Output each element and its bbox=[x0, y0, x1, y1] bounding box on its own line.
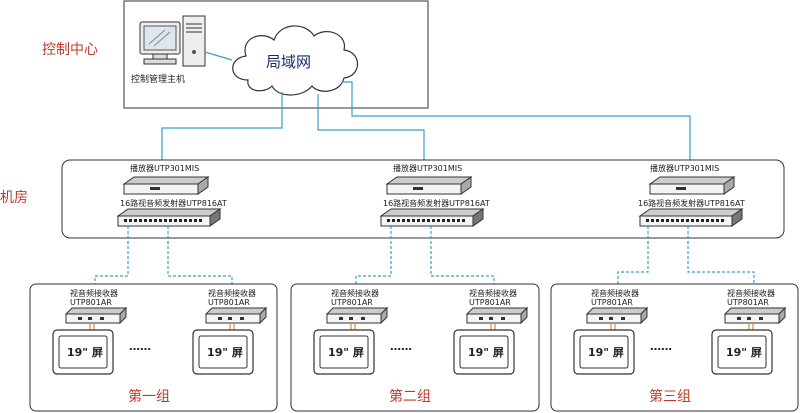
screen-label: 19" 屏 bbox=[726, 346, 762, 359]
control-center-label: 控制中心 bbox=[42, 42, 98, 58]
receiver-device-icon bbox=[204, 306, 268, 325]
player-label: 播放器UTP301MIS bbox=[650, 163, 719, 173]
monitor-icon bbox=[573, 329, 635, 375]
room-group-links bbox=[94, 226, 755, 288]
receiver-device-icon bbox=[723, 306, 787, 325]
receiver-model: UTP801AR bbox=[591, 298, 633, 307]
receiver-label: 视音频接收器 bbox=[70, 288, 118, 298]
screen-label: 19" 屏 bbox=[328, 346, 364, 359]
ellipsis: …… bbox=[129, 340, 151, 353]
group-first: 视音频接收器 UTP801AR 19" 屏 …… 视音频接收器 UTP801AR bbox=[29, 283, 278, 412]
screen-label: 19" 屏 bbox=[207, 346, 243, 359]
room-unit: 播放器UTP301MIS 16路视音频发射器UTP816AT bbox=[116, 163, 227, 227]
monitor-icon bbox=[192, 329, 254, 375]
ellipsis: …… bbox=[390, 340, 412, 353]
group-third: 视音频接收器 UTP801AR 19" 屏 …… 视音频接收器 UTP801AR bbox=[550, 283, 799, 412]
machine-room-box bbox=[61, 159, 785, 239]
transmitter-label: 16路视音频发射器UTP816AT bbox=[638, 198, 745, 208]
group-title: 第二组 bbox=[389, 388, 431, 405]
lan-label: 局域网 bbox=[266, 53, 311, 71]
computer-icon bbox=[139, 15, 206, 67]
group-title: 第三组 bbox=[649, 388, 691, 405]
transmitter-device-icon bbox=[379, 208, 485, 227]
receiver-label: 视音频接收器 bbox=[727, 288, 775, 298]
transmitter-device-icon bbox=[638, 208, 744, 227]
ellipsis: …… bbox=[650, 340, 672, 353]
screen-label: 19" 屏 bbox=[67, 346, 103, 359]
player-device-icon bbox=[648, 176, 736, 195]
room-unit: 播放器UTP301MIS 16路视音频发射器UTP816AT bbox=[379, 163, 490, 227]
monitor-icon bbox=[711, 329, 773, 375]
lan-cloud-icon bbox=[232, 25, 359, 96]
group-second: 视音频接收器 UTP801AR 19" 屏 …… 视音频接收器 UTP801AR bbox=[290, 283, 540, 412]
receiver-label: 视音频接收器 bbox=[591, 288, 639, 298]
receiver-model: UTP801AR bbox=[331, 298, 373, 307]
pc-lan-link bbox=[204, 51, 233, 61]
room-unit: 播放器UTP301MIS 16路视音频发射器UTP816AT bbox=[638, 163, 745, 227]
player-device-icon bbox=[122, 176, 210, 195]
screen-label: 19" 屏 bbox=[588, 346, 624, 359]
receiver-device-icon bbox=[465, 306, 529, 325]
player-label: 播放器UTP301MIS bbox=[130, 163, 199, 173]
transmitter-device-icon bbox=[116, 208, 222, 227]
monitor-icon bbox=[453, 329, 515, 375]
receiver-device-icon bbox=[585, 306, 649, 325]
receiver-model: UTP801AR bbox=[70, 298, 112, 307]
transmitter-label: 16路视音频发射器UTP816AT bbox=[383, 198, 490, 208]
receiver-device-icon bbox=[64, 306, 128, 325]
receiver-device-icon bbox=[325, 306, 389, 325]
receiver-label: 视音频接收器 bbox=[331, 288, 379, 298]
monitor-icon bbox=[52, 329, 114, 375]
player-device-icon bbox=[385, 176, 473, 195]
transmitter-label: 16路视音频发射器UTP816AT bbox=[120, 198, 227, 208]
machine-room-label: 机房 bbox=[0, 190, 28, 206]
receiver-label: 视音频接收器 bbox=[469, 288, 517, 298]
receiver-model: UTP801AR bbox=[469, 298, 511, 307]
receiver-label: 视音频接收器 bbox=[208, 288, 256, 298]
player-label: 播放器UTP301MIS bbox=[393, 163, 462, 173]
monitor-icon bbox=[313, 329, 375, 375]
group-title: 第一组 bbox=[128, 388, 170, 405]
receiver-model: UTP801AR bbox=[727, 298, 769, 307]
receiver-model: UTP801AR bbox=[208, 298, 250, 307]
pc-label: 控制管理主机 bbox=[131, 73, 185, 85]
lan-links bbox=[161, 81, 691, 174]
screen-label: 19" 屏 bbox=[468, 346, 504, 359]
